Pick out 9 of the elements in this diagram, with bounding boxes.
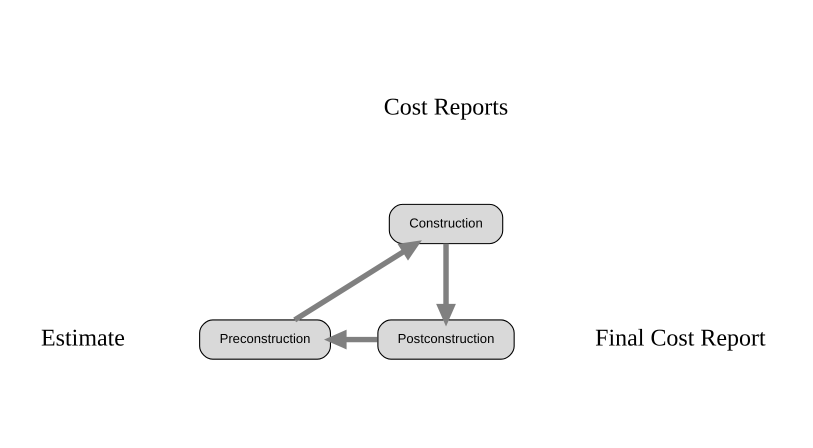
node-label: Estimate bbox=[41, 326, 125, 352]
arrow bbox=[436, 244, 456, 327]
arrow bbox=[324, 330, 378, 350]
node-box: Postconstruction bbox=[377, 319, 515, 360]
node-box: Construction bbox=[388, 204, 504, 244]
node-label: Cost Reports bbox=[384, 94, 508, 121]
node-box: Preconstruction bbox=[199, 319, 331, 360]
arrow bbox=[293, 240, 422, 322]
node-label: Final Cost Report bbox=[595, 326, 766, 352]
